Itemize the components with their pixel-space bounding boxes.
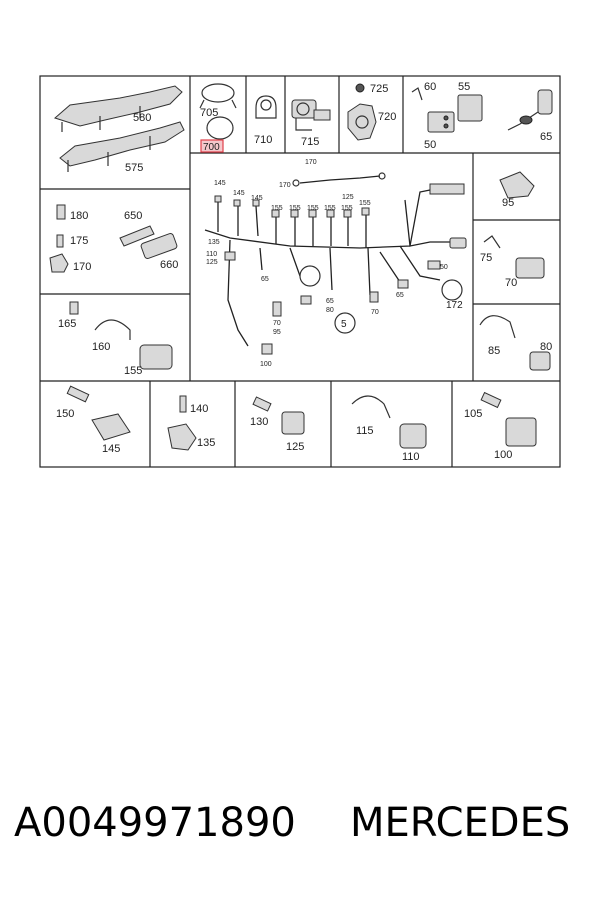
- harness-label-50: 50: [440, 264, 448, 271]
- highlight-border-700: [200, 139, 224, 153]
- harness-label-155d: 155: [324, 205, 336, 212]
- callout-135: 135: [197, 437, 215, 449]
- harness-label-100: 100: [260, 361, 272, 368]
- cable-channel-parts: 580 575: [54, 85, 185, 174]
- callout-575: 575: [125, 162, 143, 174]
- sensor-115-110: 115 110: [351, 395, 427, 463]
- wiring-harness: 170 170 125 145 145 145 155 155 155 155 …: [204, 159, 467, 368]
- connector-105-100: 105 100: [464, 391, 537, 461]
- callout-95: 95: [502, 197, 514, 209]
- harness-label-155b: 155: [289, 205, 301, 212]
- harness-label-5: 5: [341, 319, 347, 330]
- sensor-140-135: 140 135: [167, 395, 215, 451]
- plug-650-660: 650 660: [119, 210, 178, 271]
- callout-155: 155: [124, 365, 142, 377]
- cable-tie-parts: 705 700: [199, 83, 237, 153]
- harness-label-70a: 70: [273, 320, 281, 327]
- callout-100: 100: [494, 449, 512, 461]
- harness-label-145a: 145: [214, 180, 226, 187]
- callout-70: 70: [505, 277, 517, 289]
- callout-715: 715: [301, 136, 319, 148]
- connector-95: 95: [499, 171, 535, 209]
- terminal-130-125: 130 125: [250, 396, 305, 453]
- callout-145: 145: [102, 443, 120, 455]
- harness-label-65c: 65: [396, 292, 404, 299]
- harness-label-145c: 145: [251, 195, 263, 202]
- pins-180-175-170: 180 175 170: [49, 204, 91, 273]
- callout-705: 705: [200, 107, 218, 119]
- harness-label-95: 95: [273, 329, 281, 336]
- brand-name: MERCEDES: [350, 800, 571, 846]
- harness-label-110: 110: [206, 251, 217, 258]
- callout-55: 55: [458, 81, 470, 93]
- callout-175: 175: [70, 235, 88, 247]
- harness-label-125b: 125: [206, 259, 218, 266]
- clip-710: 710: [254, 95, 277, 146]
- holder-715: 715: [291, 99, 331, 148]
- callout-105: 105: [464, 408, 482, 420]
- callout-710: 710: [254, 134, 272, 146]
- highlight-box-700: [201, 140, 223, 152]
- callout-700: 700: [203, 142, 220, 153]
- connector-150-145: 150 145: [56, 385, 131, 455]
- harness-label-65a: 65: [261, 276, 269, 283]
- harness-label-170a: 170: [305, 159, 317, 166]
- sensor-85-80: 85 80: [479, 315, 552, 371]
- sensor-165-160-155: 165 160 155: [58, 301, 173, 377]
- harness-label-155a: 155: [271, 205, 283, 212]
- callout-165: 165: [58, 318, 76, 330]
- callout-85: 85: [488, 345, 500, 357]
- footer: A0049971890 MERCEDES: [0, 800, 600, 870]
- callout-110: 110: [402, 451, 420, 463]
- harness-label-155f: 155: [359, 200, 371, 207]
- diagram-grid: [39, 75, 561, 468]
- harness-label-135: 135: [208, 239, 220, 246]
- callout-75: 75: [480, 252, 492, 264]
- callout-115: 115: [356, 425, 374, 437]
- callout-650: 650: [124, 210, 142, 222]
- connector-60-55-50: 60 55 50: [411, 81, 483, 151]
- harness-label-170b: 170: [279, 182, 291, 189]
- harness-label-145b: 145: [233, 190, 245, 197]
- callout-580: 580: [133, 112, 151, 124]
- callout-130: 130: [250, 416, 268, 428]
- callout-50: 50: [424, 139, 436, 151]
- callout-65: 65: [540, 131, 552, 143]
- callout-660: 660: [160, 259, 178, 271]
- callout-725: 725: [370, 83, 388, 95]
- callout-125: 125: [286, 441, 304, 453]
- terminal-75-70: 75 70: [480, 235, 545, 289]
- part-number: A0049971890: [14, 800, 296, 846]
- callout-180: 180: [70, 210, 88, 222]
- mount-725-720: 725 720: [347, 83, 396, 141]
- harness-label-155e: 155: [341, 205, 353, 212]
- callout-160: 160: [92, 341, 110, 353]
- harness-label-125: 125: [342, 194, 354, 201]
- harness-label-70b: 70: [371, 309, 379, 316]
- harness-label-172: 172: [446, 300, 463, 311]
- callout-140: 140: [190, 403, 208, 415]
- harness-label-65b: 65: [326, 298, 334, 305]
- callout-150: 150: [56, 408, 74, 420]
- callout-80: 80: [540, 341, 552, 353]
- harness-label-80: 80: [326, 307, 334, 314]
- callout-60: 60: [424, 81, 436, 93]
- sensor-65: 65: [507, 89, 553, 143]
- callout-170: 170: [73, 261, 91, 273]
- callout-720: 720: [378, 111, 396, 123]
- harness-label-155c: 155: [307, 205, 319, 212]
